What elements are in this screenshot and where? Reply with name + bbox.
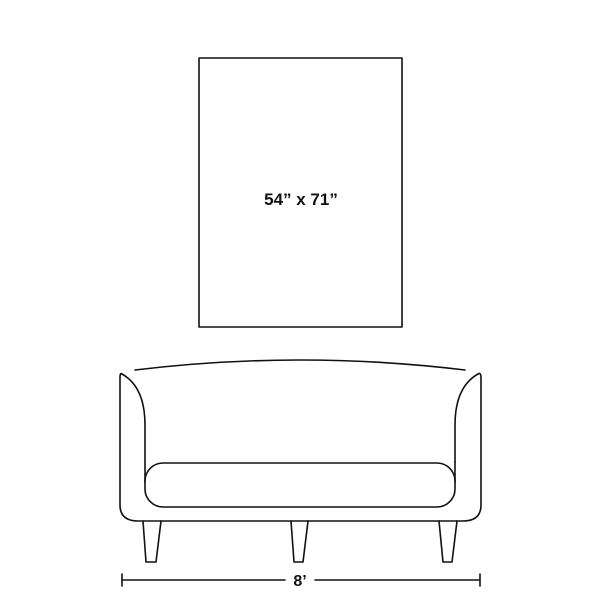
sofa-body-outline (119, 372, 482, 522)
artwork-dimension-label: 54” x 71” (264, 190, 338, 209)
sofa-left-leg (142, 520, 162, 563)
sofa-width-measure: 8’ (121, 573, 481, 590)
sofa-illustration (119, 359, 482, 563)
sofa-left-arm (121, 373, 146, 483)
sofa-middle-leg (290, 520, 309, 563)
artwork-outline (198, 57, 403, 328)
sofa-width-label: 8’ (293, 573, 306, 590)
artwork-frame: 54” x 71” (198, 57, 403, 328)
sofa-backrest-top (134, 359, 466, 371)
sofa-right-leg (438, 520, 458, 563)
sofa-seat-cushion (144, 462, 456, 508)
